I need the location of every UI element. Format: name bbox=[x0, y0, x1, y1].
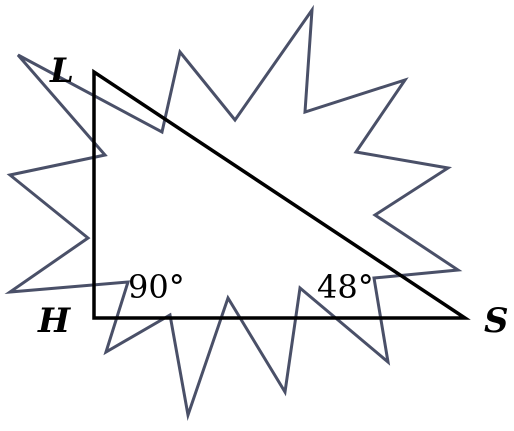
triangle-lhs bbox=[92, 68, 471, 320]
vertex-label-l: L bbox=[49, 51, 74, 91]
vertex-label-s: S bbox=[484, 301, 509, 341]
vertex-label-h: H bbox=[37, 301, 72, 341]
angle-label-h: 90° bbox=[128, 268, 185, 306]
starburst-outline bbox=[4, 4, 463, 421]
angle-label-s: 48° bbox=[317, 268, 374, 306]
